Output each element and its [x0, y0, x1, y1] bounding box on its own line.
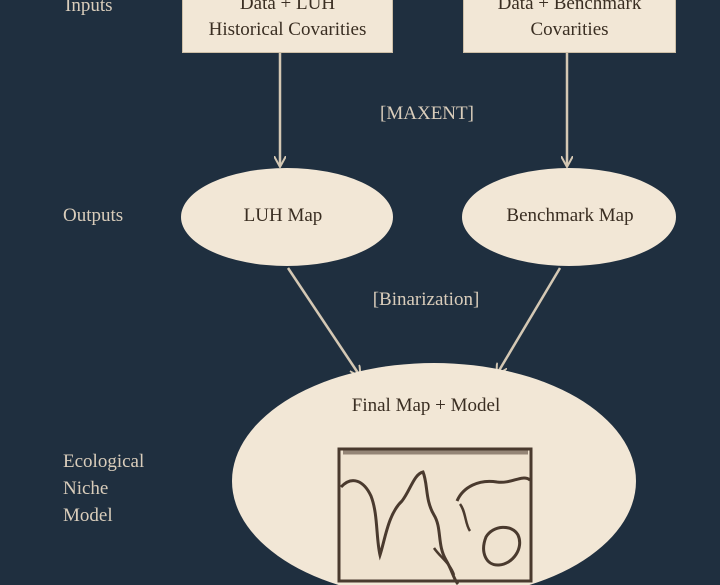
arrow-benchmark-map-to-final [497, 267, 562, 374]
benchmark-input-line: Data + Benchmark [497, 0, 642, 14]
benchmark-input-line: Covarities [530, 19, 609, 40]
ecological-niche-model-line: Ecological [63, 451, 145, 472]
binarization-step-label: [Binarization] [372, 289, 480, 310]
benchmark-map-label: Benchmark Map [506, 205, 634, 226]
benchmark-input-box: Data + Benchmark Covarities [463, 0, 676, 53]
final-map-model-label: Final Map + Model [351, 395, 501, 416]
luh-map-label: LUH Map [243, 205, 323, 226]
luh-input-line: Historical Covarities [208, 19, 367, 40]
luh-map-node [181, 168, 393, 266]
ecological-niche-model-label: Ecological Niche Model [63, 448, 144, 529]
luh-input-line: Data + LUH [239, 0, 336, 14]
ecological-niche-model-line: Niche [63, 478, 109, 499]
benchmark-map-node [462, 168, 676, 266]
inputs-label: Inputs [65, 0, 113, 16]
arrow-luh-map-to-final [286, 267, 360, 376]
ecological-niche-model-line: Model [63, 505, 113, 526]
map-sketch-image [337, 447, 533, 585]
luh-input-box: Data + LUH Historical Covarities [182, 0, 393, 53]
outputs-label: Outputs [63, 205, 124, 226]
maxent-step-label: [MAXENT] [380, 103, 474, 124]
